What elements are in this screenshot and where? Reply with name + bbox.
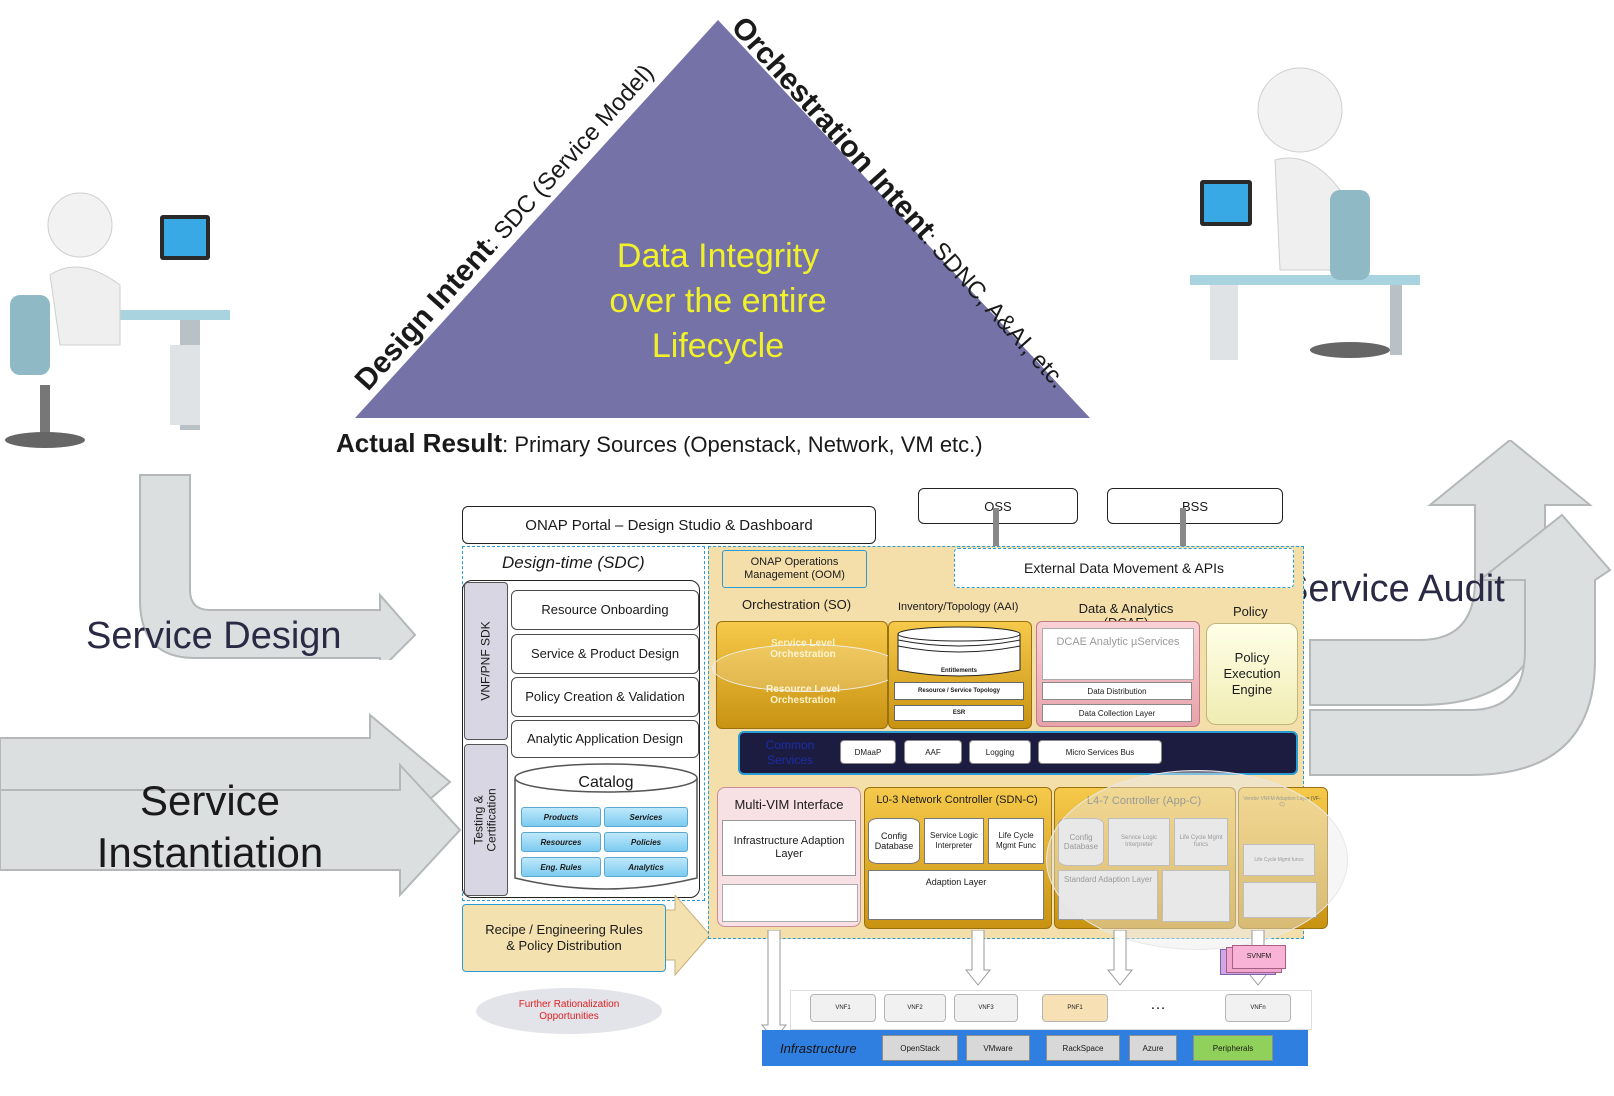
bss-connector — [1180, 508, 1186, 548]
catalog-products[interactable]: Products — [521, 807, 601, 827]
vnf3[interactable]: VNF3 — [954, 994, 1018, 1022]
vnf1[interactable]: VNF1 — [810, 994, 876, 1022]
infrastructure-label: Infrastructure — [780, 1041, 857, 1056]
service-design-label: Service Design — [86, 615, 342, 657]
peripherals-chip[interactable]: Peripherals — [1193, 1035, 1273, 1061]
intent-triangle: Design Intent: SDC (Service Model) Orche… — [349, 11, 1090, 418]
micro-services-bus-chip[interactable]: Micro Services Bus — [1038, 740, 1162, 764]
sdnc-adaption-layer[interactable]: Adaption Layer — [868, 870, 1044, 920]
orchestration-highlight-oval — [712, 644, 902, 692]
recipe-distribution[interactable]: Recipe / Engineering Rules & Policy Dist… — [462, 904, 666, 972]
catalog-eng-rules[interactable]: Eng. Rules — [521, 857, 601, 877]
policy-title: Policy — [1233, 604, 1268, 619]
sdnc-lcm[interactable]: Life Cycle Mgmt Func — [988, 818, 1044, 864]
auditor-person-icon — [1190, 67, 1420, 360]
service-design-arrow — [139, 474, 417, 660]
further-rationalization: Further Rationalization Opportunities — [476, 988, 662, 1034]
policy-creation-validation[interactable]: Policy Creation & Validation — [511, 677, 699, 717]
controller-highlight-oval — [1046, 770, 1348, 950]
multi-vim-plugins — [722, 884, 858, 922]
vnfn[interactable]: VNFn — [1225, 994, 1291, 1022]
service-instantiation-arrow — [0, 712, 462, 898]
design-time-title: Design-time (SDC) — [502, 553, 645, 572]
data-collection-layer[interactable]: Data Collection Layer — [1042, 704, 1192, 722]
sdnc-title: L0-3 Network Controller (SDN-C) — [876, 794, 1038, 806]
azure-chip[interactable]: Azure — [1129, 1035, 1177, 1061]
oom-box[interactable]: ONAP Operations Management (OOM) — [722, 550, 867, 588]
actual-result-label: Actual Result: Primary Sources (Openstac… — [336, 428, 983, 458]
aaf-chip[interactable]: AAF — [904, 740, 962, 764]
svnfm-stack[interactable]: SVNFM — [1220, 945, 1286, 975]
logging-chip[interactable]: Logging — [969, 740, 1031, 764]
vnf-ellipsis: … — [1150, 996, 1166, 1013]
pnf1[interactable]: PNF1 — [1042, 994, 1108, 1022]
external-data-apis[interactable]: External Data Movement & APIs — [954, 548, 1294, 588]
common-services-label: Common Services — [765, 738, 815, 767]
service-audit-label: Service Audit — [1283, 568, 1505, 610]
inventory-title: Inventory/Topology (AAI) — [898, 601, 1019, 613]
designer-person-icon — [5, 192, 230, 448]
service-audit-arrow — [1309, 440, 1612, 776]
sdnc-config-database[interactable]: Config Database — [868, 818, 920, 864]
dcae-services-bar — [1042, 628, 1194, 680]
catalog-analytics[interactable]: Analytics — [604, 857, 688, 877]
inventory-cylinder-icon — [897, 626, 1021, 677]
resource-service-topology[interactable]: Resource / Service Topology — [894, 682, 1024, 700]
dcae-microservices-label: DCAE Analytic µServices — [1056, 636, 1180, 648]
dmaap-chip[interactable]: DMaaP — [840, 740, 896, 764]
design-time-inner — [462, 580, 700, 898]
sdnc-service-logic-interpreter[interactable]: Service Logic Interpreter — [924, 818, 984, 864]
vnf2[interactable]: VNF2 — [884, 994, 946, 1022]
bss-box[interactable]: BSS — [1107, 488, 1283, 524]
triangle-center-text: Data Integrity over the entire Lifecycle — [609, 237, 827, 365]
testing-certification-panel[interactable]: Testing & Certification — [464, 744, 508, 896]
infrastructure-adaption-layer[interactable]: Infrastructure Adaption Layer — [722, 820, 856, 876]
catalog-title: Catalog — [578, 774, 634, 791]
multi-vim-title: Multi-VIM Interface — [734, 797, 844, 812]
orchestration-title: Orchestration (SO) — [742, 597, 852, 612]
service-instantiation-label: Service Instantiation — [96, 777, 324, 876]
catalog-policies[interactable]: Policies — [604, 832, 688, 852]
resource-onboarding[interactable]: Resource Onboarding — [511, 590, 699, 630]
catalog-resources[interactable]: Resources — [521, 832, 601, 852]
policy-execution-engine[interactable]: Policy Execution Engine — [1206, 623, 1298, 725]
service-product-design[interactable]: Service & Product Design — [511, 634, 699, 674]
data-distribution[interactable]: Data Distribution — [1042, 682, 1192, 700]
oss-connector — [993, 508, 999, 548]
rackspace-chip[interactable]: RackSpace — [1046, 1035, 1120, 1061]
openstack-chip[interactable]: OpenStack — [882, 1035, 958, 1061]
catalog-services[interactable]: Services — [604, 807, 688, 827]
analytic-application-design[interactable]: Analytic Application Design — [511, 720, 699, 758]
entitlements-label: Entitlements — [940, 668, 977, 674]
vmware-chip[interactable]: VMware — [966, 1035, 1030, 1061]
vnf-sdk-panel[interactable]: VNF/PNF SDK — [464, 582, 508, 740]
esr-box[interactable]: ESR — [894, 705, 1024, 721]
onap-portal[interactable]: ONAP Portal – Design Studio & Dashboard — [462, 506, 876, 544]
